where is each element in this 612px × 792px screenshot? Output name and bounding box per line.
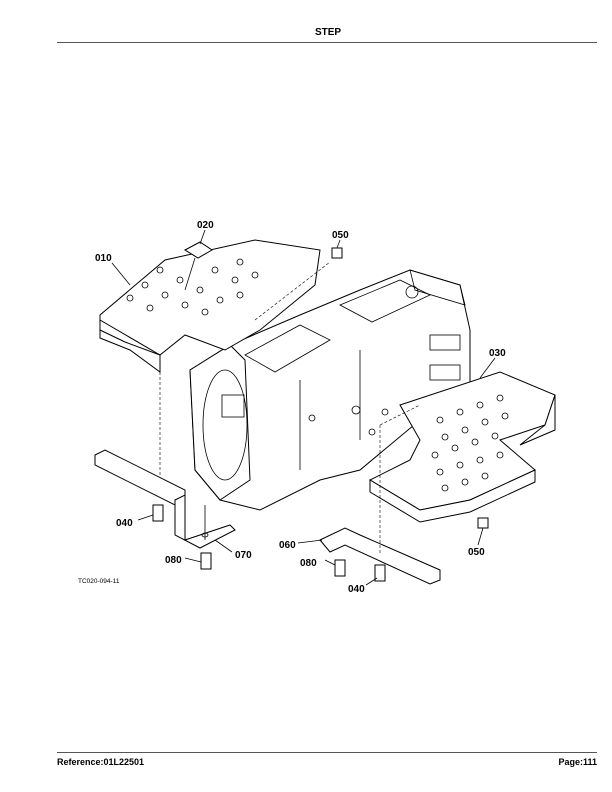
leader-lines <box>111 229 496 586</box>
header-divider <box>57 42 597 43</box>
brackets <box>94 425 441 585</box>
callout-020: 020 <box>197 220 214 231</box>
callout-040: 040 <box>116 518 133 529</box>
callout-050: 050 <box>332 230 349 241</box>
callout-030: 030 <box>489 348 506 359</box>
callout-050-b: 050 <box>468 547 485 558</box>
page-title: STEP <box>314 27 342 38</box>
right-step-plate <box>368 371 556 523</box>
callout-070: 070 <box>235 550 252 561</box>
callout-080: 080 <box>165 555 182 566</box>
reference-number: Reference:01L22501 <box>57 757 145 767</box>
callout-040-b: 040 <box>348 584 365 595</box>
left-step-plate <box>99 239 331 485</box>
callout-010: 010 <box>95 253 112 264</box>
transmission-housing <box>189 269 471 511</box>
figure-code: TC020-094-11 <box>78 578 120 585</box>
footer-divider <box>57 752 597 753</box>
page-number: Page:111 <box>558 757 597 767</box>
callout-080-b: 080 <box>300 558 317 569</box>
callout-060: 060 <box>279 540 296 551</box>
fasteners <box>152 247 489 582</box>
callout-labels: 020 010 050 030 040 070 080 060 080 040 … <box>78 220 506 595</box>
